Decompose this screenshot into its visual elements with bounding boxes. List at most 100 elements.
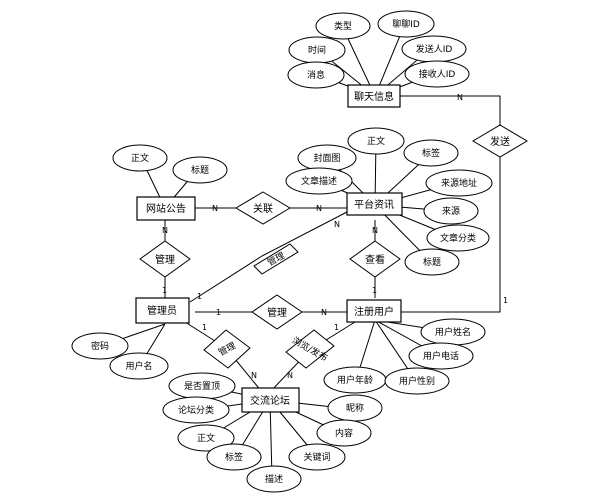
attribute-news-tag: 标签 xyxy=(403,139,459,167)
svg-text:用户名: 用户名 xyxy=(125,360,152,372)
cardinality-label: 1 xyxy=(334,323,339,332)
edge xyxy=(269,399,273,479)
entity-admin: 管理员 xyxy=(135,297,190,324)
relationship-manage-forum: 管理 xyxy=(203,329,251,369)
attribute-news-source: 来源 xyxy=(423,197,479,225)
svg-text:来源: 来源 xyxy=(442,206,460,217)
cardinality-label: N xyxy=(251,371,257,380)
attribute-user-age: 用户年龄 xyxy=(323,366,387,394)
attribute-forum-keyword: 关键词 xyxy=(288,443,346,471)
attribute-chat-time: 时间 xyxy=(288,36,346,64)
svg-text:是否置顶: 是否置顶 xyxy=(184,381,220,392)
svg-text:消息: 消息 xyxy=(307,69,325,81)
svg-text:发送: 发送 xyxy=(490,135,510,148)
relationship-browse-publish: 浏览/发布 xyxy=(285,329,335,369)
svg-text:聊聊ID: 聊聊ID xyxy=(392,18,420,30)
entity-chat: 聊天信息 xyxy=(347,84,401,108)
svg-text:类型: 类型 xyxy=(334,20,352,32)
svg-text:内容: 内容 xyxy=(335,427,353,439)
svg-text:交流论坛: 交流论坛 xyxy=(250,394,290,407)
cardinalities: N 1 N N N 1 N 1 N 1 1 N 1 N 1 N xyxy=(162,93,508,380)
cardinality-label: N xyxy=(457,93,463,102)
cardinality-label: N xyxy=(321,308,327,317)
svg-text:查看: 查看 xyxy=(365,253,385,266)
cardinality-label: N xyxy=(334,220,340,229)
attribute-user-name: 用户姓名 xyxy=(420,318,486,346)
svg-text:发送人ID: 发送人ID xyxy=(416,43,453,55)
svg-text:管理: 管理 xyxy=(267,306,287,319)
svg-text:正文: 正文 xyxy=(131,152,149,164)
cardinality-label: 1 xyxy=(162,286,167,295)
relationship-manage-announcement: 管理 xyxy=(139,240,191,278)
attribute-forum-category: 论坛分类 xyxy=(162,396,230,424)
entity-announcement: 网站公告 xyxy=(136,196,196,221)
edge xyxy=(374,25,405,97)
edge-send-user xyxy=(400,157,501,313)
edge-chat-send xyxy=(400,95,501,125)
svg-text:关键词: 关键词 xyxy=(303,451,330,463)
svg-text:用户电话: 用户电话 xyxy=(423,350,459,362)
attribute-chat-id: 聊聊ID xyxy=(377,10,435,38)
attribute-news-category: 文章分类 xyxy=(426,224,490,252)
cardinality-label: 1 xyxy=(372,286,377,295)
attribute-admin-username: 用户名 xyxy=(109,352,169,380)
attribute-forum-desc: 描述 xyxy=(246,465,302,493)
attribute-forum-body: 正文 xyxy=(177,424,235,452)
svg-text:描述: 描述 xyxy=(265,473,283,485)
svg-text:管理: 管理 xyxy=(155,253,175,266)
attribute-admin-password: 密码 xyxy=(71,332,129,360)
attribute-user-phone: 用户电话 xyxy=(408,342,474,370)
attribute-chat-receiver-id: 接收人ID xyxy=(404,60,470,88)
svg-text:用户姓名: 用户姓名 xyxy=(435,326,471,338)
attribute-forum-nickname: 昵称 xyxy=(327,394,383,422)
svg-text:论坛分类: 论坛分类 xyxy=(178,404,214,416)
attribute-ann-title: 标题 xyxy=(172,156,228,184)
relationship-send: 发送 xyxy=(472,124,528,158)
attribute-forum-pinned: 是否置顶 xyxy=(168,372,236,400)
entity-forum: 交流论坛 xyxy=(241,387,300,413)
attribute-news-cover: 封面图 xyxy=(297,144,357,172)
svg-text:昵称: 昵称 xyxy=(346,402,364,414)
attribute-news-title: 标题 xyxy=(404,248,460,276)
edge-admin-manage xyxy=(189,255,263,303)
svg-text:密码: 密码 xyxy=(91,340,109,352)
svg-text:管理员: 管理员 xyxy=(147,304,177,317)
svg-text:文章描述: 文章描述 xyxy=(301,175,337,187)
attribute-news-source-url: 来源地址 xyxy=(425,169,493,197)
relationships: 发送 关联 管理 管理 查看 管理 管理 浏览/发布 xyxy=(139,124,528,369)
svg-text:关联: 关联 xyxy=(253,202,273,215)
svg-text:用户年龄: 用户年龄 xyxy=(337,374,373,386)
cardinality-label: 1 xyxy=(202,323,207,332)
cardinality-label: 1 xyxy=(197,292,202,301)
relationship-view: 查看 xyxy=(349,240,401,278)
svg-text:来源地址: 来源地址 xyxy=(441,177,477,189)
svg-text:正文: 正文 xyxy=(367,135,385,147)
relationship-manage-user: 管理 xyxy=(251,294,303,330)
svg-text:网站公告: 网站公告 xyxy=(146,202,186,215)
attribute-chat-sender-id: 发送人ID xyxy=(401,35,467,63)
attributes: 类型 聊聊ID 时间 发送人ID 消息 接收人ID 正文 标题 正文 封面图 标… xyxy=(71,10,493,493)
edge-manage-news xyxy=(261,211,348,257)
svg-text:标签: 标签 xyxy=(422,147,440,159)
cardinality-label: N xyxy=(316,204,322,213)
attribute-chat-type: 类型 xyxy=(315,12,371,40)
attribute-news-desc: 文章描述 xyxy=(285,167,353,195)
cardinality-label: 1 xyxy=(216,308,221,317)
cardinality-label: 1 xyxy=(503,296,508,305)
attribute-news-body: 正文 xyxy=(347,127,405,155)
svg-text:用户性别: 用户性别 xyxy=(399,375,435,387)
svg-text:接收人ID: 接收人ID xyxy=(419,68,456,80)
entity-user: 注册用户 xyxy=(346,299,402,323)
cardinality-label: N xyxy=(287,371,293,380)
svg-text:正文: 正文 xyxy=(197,432,215,444)
entities: 聊天信息 网站公告 平台资讯 管理员 注册用户 交流论坛 xyxy=(135,84,403,413)
cardinality-label: N xyxy=(372,226,378,235)
svg-text:注册用户: 注册用户 xyxy=(354,305,394,318)
cardinality-label: N xyxy=(212,204,218,213)
svg-text:封面图: 封面图 xyxy=(313,152,340,164)
attribute-ann-body: 正文 xyxy=(112,144,168,172)
attribute-forum-content: 内容 xyxy=(316,419,372,447)
attribute-chat-message: 消息 xyxy=(287,61,345,89)
svg-text:时间: 时间 xyxy=(308,44,326,56)
